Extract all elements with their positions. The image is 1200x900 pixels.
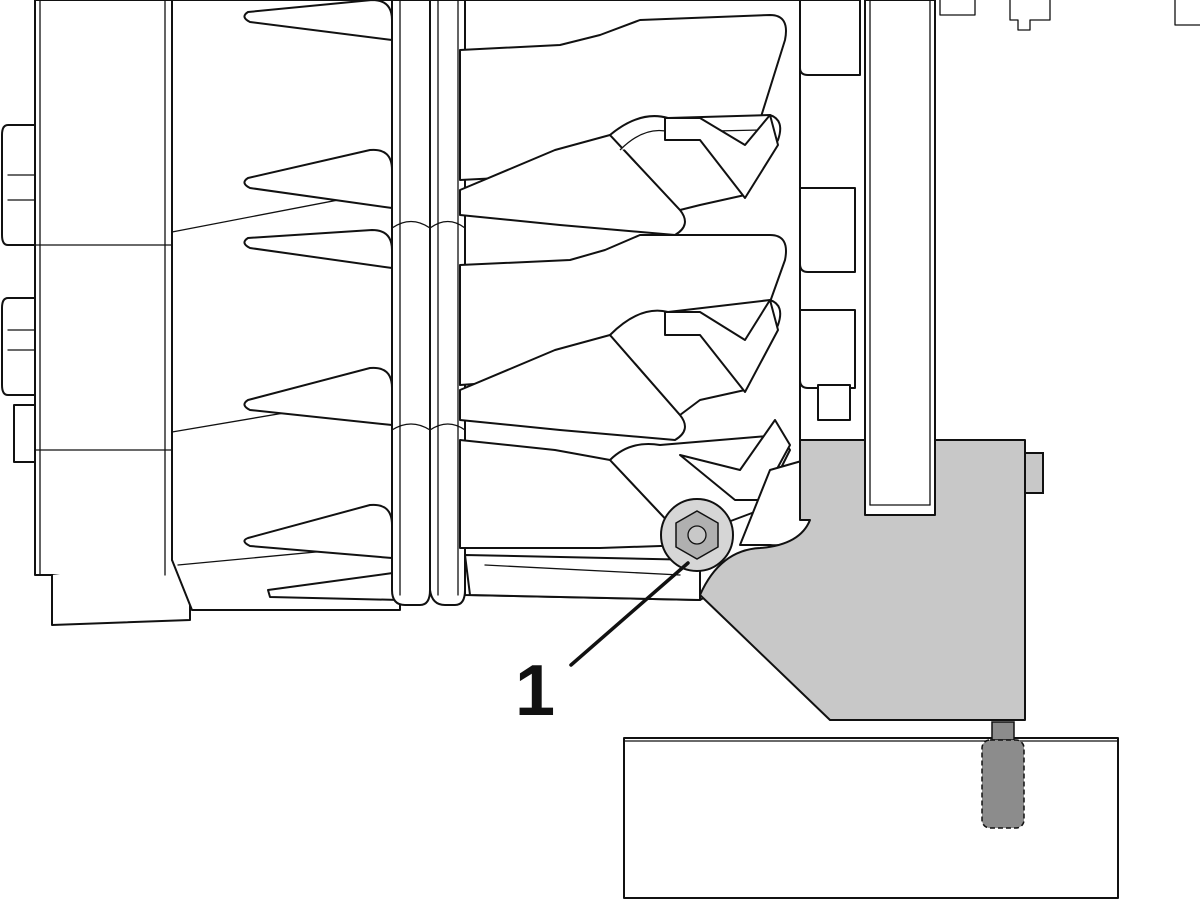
callout-leader-line — [569, 561, 690, 667]
callout-label: 1 — [515, 651, 555, 731]
right-finned-section — [459, 0, 861, 601]
threaded-pin — [981, 721, 1025, 829]
bracket-body — [699, 439, 1026, 721]
vertical-post — [864, 0, 936, 516]
cooling-fins-left — [243, 0, 401, 601]
side-bolt-head — [1024, 452, 1044, 494]
support-bracket — [699, 439, 1044, 721]
callout-1: 1 — [515, 561, 690, 731]
hex-bolt — [660, 498, 734, 572]
central-ribs — [391, 0, 466, 606]
top-right-fragments — [939, 0, 1200, 31]
left-housing — [1, 0, 401, 626]
base-block — [623, 737, 1119, 899]
